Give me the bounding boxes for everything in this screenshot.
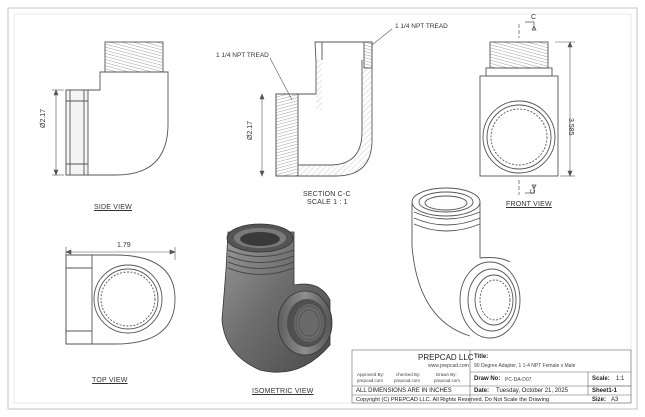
size-value: A3 <box>611 397 619 403</box>
thread-callout-top: 1 1/4 NPT TREAD <box>395 23 448 30</box>
approved-by-value: prepcad.com <box>357 378 384 383</box>
units-note: ALL DIMENSIONS ARE IN INCHES <box>356 388 452 394</box>
title-value: 90 Degree Adapter, 1 1-4 NPT Female x Ma… <box>474 363 576 369</box>
title-block <box>351 349 632 404</box>
section-view <box>275 41 373 177</box>
isometric-view-label: ISOMETRIC VIEW <box>252 388 314 395</box>
side-view-label: SIDE VIEW <box>94 204 132 211</box>
front-height-dim: 3.585 <box>567 118 574 136</box>
scale-label: Scale: <box>592 376 610 382</box>
sheet-label: Sheet1-1 <box>592 388 618 394</box>
section-mark-top: C <box>531 14 537 21</box>
isometric-view <box>221 223 333 373</box>
title-label: Title: <box>474 354 489 360</box>
front-view <box>479 41 559 177</box>
date-value: Tuesday, October 21, 2025 <box>496 388 569 394</box>
front-dimension <box>555 41 575 177</box>
top-view-label: TOP VIEW <box>92 377 128 384</box>
outline-isometric <box>411 187 521 339</box>
front-view-label: FRONT VIEW <box>506 201 552 208</box>
side-diameter-dim: Ø2.17 <box>40 108 47 128</box>
draw-no-value: PC-DA-D07 <box>505 377 532 383</box>
company-name: PREPCAD LLC <box>418 353 474 362</box>
side-dimension <box>52 89 64 176</box>
checked-by-label: checked By: <box>396 372 421 377</box>
thread-callout-left: 1 1/4 NPT TREAD <box>216 52 269 59</box>
company-website: www.prepcad.com <box>428 363 469 369</box>
top-dimension <box>65 247 176 260</box>
drawn-by-label: Drawn By: <box>436 372 457 377</box>
date-label: Date: <box>474 388 490 394</box>
section-leaders <box>259 28 393 177</box>
section-title-line1: SECTION C-C <box>303 191 351 198</box>
copyright-note: Copyright (C) PREPCAD LLC. All Rights Re… <box>356 397 550 403</box>
top-width-dim: 1.79 <box>117 242 131 249</box>
scale-value: 1:1 <box>616 376 625 382</box>
checked-by-value: prepcad.com <box>394 378 421 383</box>
sheet-inner-border <box>13 13 632 404</box>
approved-by-label: Approved By: <box>357 372 385 377</box>
size-label: Size: <box>592 397 607 403</box>
sheet-border <box>7 7 638 410</box>
section-title-line2: SCALE 1 : 1 <box>307 199 348 206</box>
section-diameter-dim: Ø2.17 <box>247 120 254 140</box>
draw-no-label: Draw No: <box>474 376 501 382</box>
top-view <box>65 254 176 345</box>
side-view <box>65 41 169 176</box>
section-mark-bottom: C <box>530 188 538 195</box>
drawn-by-value: prepcad.com <box>434 378 461 383</box>
front-cutline <box>518 21 537 195</box>
